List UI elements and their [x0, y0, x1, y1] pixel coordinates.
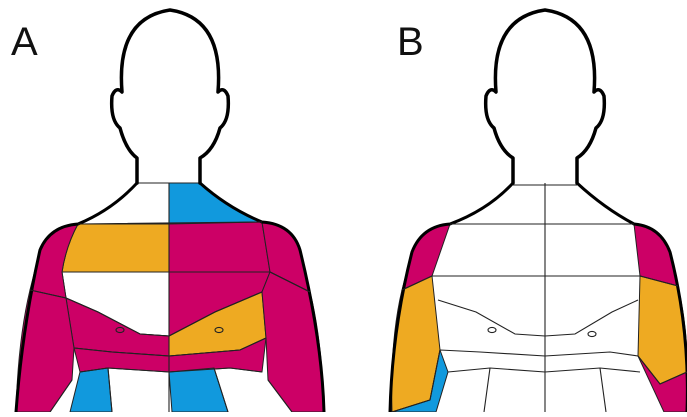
region-arm-right-a	[262, 272, 324, 412]
nipple-left-b	[488, 327, 496, 332]
nipple-right-b	[588, 331, 596, 336]
region-neck-right-a	[169, 183, 262, 224]
region-flank-right-a	[169, 368, 228, 412]
region-flank-left-a	[70, 368, 112, 412]
panel-a-body-map	[16, 10, 324, 412]
region-upper-chest-left-a	[62, 224, 169, 272]
region-chest-right-a	[169, 222, 270, 272]
region-arm-left-a	[16, 290, 74, 412]
panel-label-b: B	[397, 22, 424, 62]
panel-label-a: A	[11, 22, 38, 62]
head-outline-a	[112, 10, 229, 183]
panel-b-body-map	[390, 10, 687, 412]
head-outline-b	[486, 10, 605, 183]
